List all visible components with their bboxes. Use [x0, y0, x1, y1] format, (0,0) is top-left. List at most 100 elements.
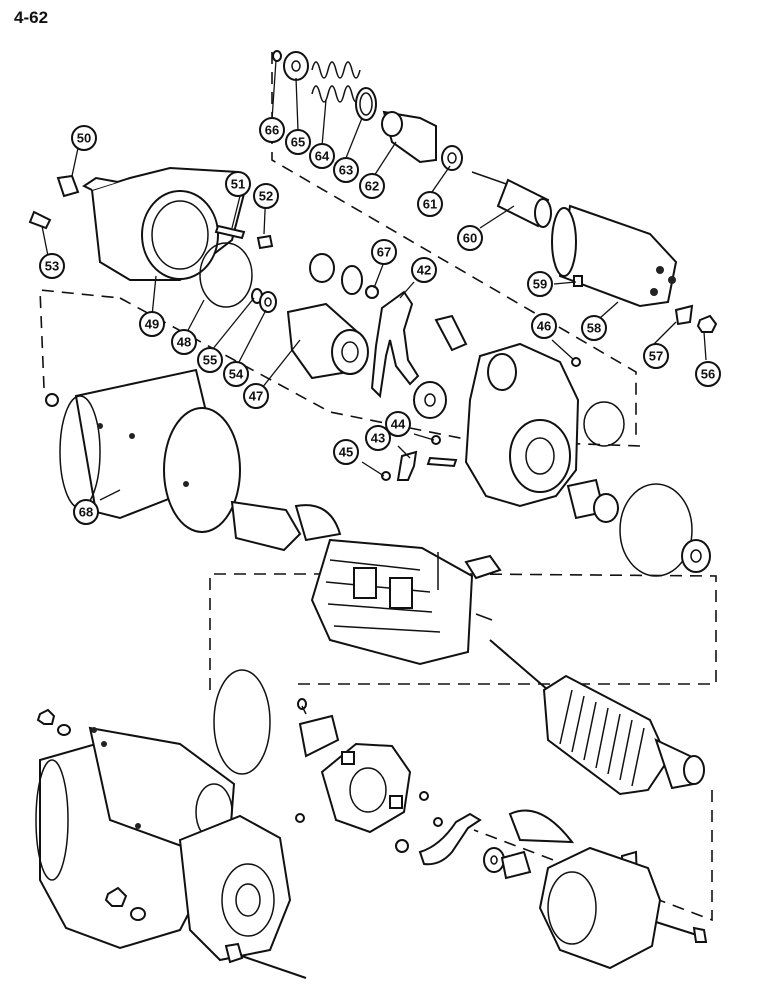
- callout-label: 42: [417, 263, 431, 278]
- part-63-ring: [355, 87, 377, 121]
- field-coils: [310, 538, 474, 666]
- part-62-plunger: [381, 110, 437, 164]
- brush-lead-wire: [418, 812, 482, 866]
- brush-spring: [298, 714, 340, 758]
- callout-label: 43: [371, 431, 385, 446]
- part-60-tube: [471, 171, 552, 228]
- callout-label: 61: [423, 197, 437, 212]
- pole-shoe: [230, 500, 302, 552]
- cover-plate: [508, 809, 575, 844]
- callout-46: 46: [531, 313, 557, 339]
- terminal-stud: [475, 613, 493, 621]
- armature: [489, 639, 705, 796]
- callout-59: 59: [527, 271, 553, 297]
- callout-64: 64: [309, 143, 335, 169]
- callout-label: 58: [587, 321, 601, 336]
- brush-screw: [419, 791, 429, 801]
- part-49-drive-housing: [82, 166, 248, 281]
- callout-label: 68: [79, 505, 93, 520]
- callout-label: 44: [391, 417, 406, 432]
- drive-rings: [309, 253, 363, 295]
- callout-label: 59: [533, 277, 547, 292]
- housing-oring: [583, 401, 625, 447]
- part-64-spring: [311, 61, 361, 103]
- callout-68: 68: [73, 499, 99, 525]
- small-screw: [297, 698, 307, 715]
- part-56-nut: [696, 314, 718, 333]
- callout-55: 55: [197, 347, 223, 373]
- part-43-pin: [396, 450, 458, 481]
- callout-label: 57: [649, 349, 663, 364]
- part-53-bolt: [28, 210, 52, 230]
- shift-spring: [434, 314, 468, 352]
- callout-66: 66: [259, 117, 285, 143]
- callout-label: 65: [291, 135, 305, 150]
- callout-47: 47: [243, 383, 269, 409]
- brush-plate: [320, 742, 412, 834]
- housing-seal: [593, 493, 619, 523]
- intermediate-housing: [464, 342, 580, 508]
- callout-label: 60: [463, 231, 477, 246]
- callout-52: 52: [253, 183, 279, 209]
- callout-62: 62: [359, 173, 385, 199]
- callout-label: 64: [315, 149, 330, 164]
- shift-washer: [413, 381, 447, 419]
- callout-61: 61: [417, 191, 443, 217]
- part-65-cap: [283, 51, 309, 81]
- end-housing-group-outline: [473, 790, 713, 922]
- assembled-starter-motor: [35, 726, 292, 962]
- callout-label: 49: [145, 317, 159, 332]
- frame-screw: [45, 393, 59, 407]
- callout-label: 54: [229, 367, 244, 382]
- callout-57: 57: [643, 343, 669, 369]
- callout-54: 54: [223, 361, 249, 387]
- callout-43: 43: [365, 425, 391, 451]
- callout-53: 53: [39, 253, 65, 279]
- part-59-screw: [573, 275, 583, 287]
- part-58-solenoid: [551, 204, 678, 308]
- end-washer: [483, 847, 505, 873]
- mount-washer: [130, 907, 146, 921]
- callout-44: 44: [385, 411, 411, 437]
- part-45-clip: [381, 471, 391, 481]
- callout-67: 67: [371, 239, 397, 265]
- insulator-clip: [395, 839, 409, 853]
- field-frame-oring: [619, 483, 693, 577]
- part-51-pin: [214, 224, 246, 240]
- brush-lead: [295, 813, 305, 823]
- part-42-shift-lever: [370, 290, 420, 399]
- callout-65: 65: [285, 129, 311, 155]
- callout-label: 47: [249, 389, 263, 404]
- part-50-bushing: [56, 174, 80, 198]
- callout-label: 50: [77, 131, 91, 146]
- part-48-oring: [199, 242, 253, 308]
- callout-60: 60: [457, 225, 483, 251]
- callout-58: 58: [581, 315, 607, 341]
- callout-label: 46: [537, 319, 551, 334]
- end-housing: [538, 846, 662, 970]
- thrust-washer: [681, 539, 711, 573]
- callout-63: 63: [333, 157, 359, 183]
- callout-56: 56: [695, 361, 721, 387]
- callout-label: 48: [177, 335, 191, 350]
- callout-label: 67: [377, 245, 391, 260]
- callout-label: 56: [701, 367, 715, 382]
- pole-piece: [294, 504, 342, 542]
- part-66-ball: [272, 50, 282, 62]
- callout-51: 51: [225, 171, 251, 197]
- part-67-nut: [365, 285, 379, 299]
- mount-nut: [104, 886, 128, 907]
- part-57-clip: [674, 304, 694, 326]
- part-54-washer: [259, 291, 277, 313]
- end-bushing: [500, 850, 532, 880]
- callout-49: 49: [139, 311, 165, 337]
- callout-label: 52: [259, 189, 273, 204]
- callout-48: 48: [171, 329, 197, 355]
- assembled-nuts: [36, 708, 71, 736]
- callout-label: 51: [231, 177, 245, 192]
- callout-label: 62: [365, 179, 379, 194]
- part-52-bushing: [256, 234, 274, 250]
- callout-label: 66: [265, 123, 279, 138]
- callout-50: 50: [71, 125, 97, 151]
